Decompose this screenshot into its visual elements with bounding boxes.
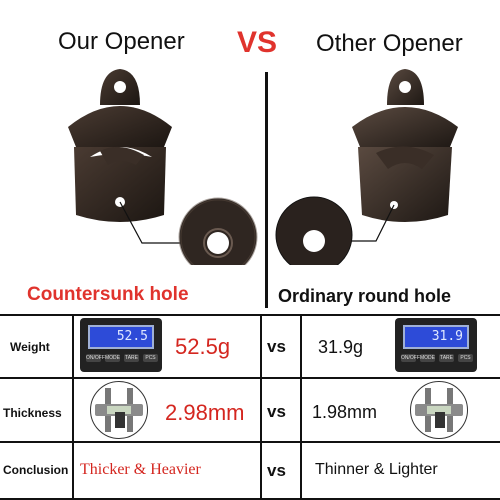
scale-button: MODE — [105, 354, 120, 362]
other-thickness-value: 1.98mm — [312, 402, 378, 422]
vs-heading: VS — [237, 26, 278, 59]
our-opener-title: Our Opener — [58, 28, 185, 55]
scale-button: TARE — [439, 354, 454, 362]
left-scale-image: 52.5 ON/OFF MODE TARE PCS — [80, 318, 162, 372]
caliper-icon — [95, 388, 143, 432]
left-caliper-image — [90, 381, 148, 439]
right-scale-display: 31.9 — [403, 325, 469, 349]
scale-button: PCS — [143, 354, 158, 362]
row-label-conclusion: Conclusion — [3, 463, 69, 477]
table-top-border — [0, 314, 500, 316]
our-weight-value: 52.5g — [175, 334, 231, 359]
scale-button: TARE — [124, 354, 139, 362]
our-thickness-value: 2.98mm — [165, 400, 245, 425]
other-conclusion-value: Thinner & Lighter — [315, 461, 438, 478]
row-label-weight: Weight — [10, 340, 50, 354]
row-vs-label: vs — [267, 402, 286, 421]
countersunk-caption: Countersunk hole — [27, 284, 189, 305]
other-weight-value: 31.9g — [318, 337, 364, 357]
row-vs-label: vs — [267, 461, 286, 480]
row-divider — [0, 377, 500, 379]
center-divider — [265, 72, 268, 308]
scale-button: MODE — [420, 354, 435, 362]
column-divider — [72, 314, 74, 500]
scale-button: ON/OFF — [86, 354, 105, 362]
table-bottom-border — [0, 498, 500, 500]
right-scale-image: 31.9 ON/OFF MODE TARE PCS — [395, 318, 477, 372]
scale-button: PCS — [458, 354, 473, 362]
column-divider — [260, 314, 262, 500]
other-opener-image — [275, 69, 458, 265]
row-label-thickness: Thickness — [3, 406, 62, 420]
other-opener-title: Other Opener — [316, 30, 463, 57]
our-opener-image — [68, 69, 258, 265]
row-vs-label: vs — [267, 337, 286, 356]
scale-button: ON/OFF — [401, 354, 420, 362]
left-scale-display: 52.5 — [88, 325, 154, 349]
round-hole-caption: Ordinary round hole — [278, 286, 452, 306]
our-conclusion-value: Thicker & Heavier — [80, 461, 201, 478]
row-divider — [0, 441, 500, 443]
column-divider — [300, 314, 302, 500]
caliper-icon — [415, 388, 463, 432]
right-caliper-image — [410, 381, 468, 439]
